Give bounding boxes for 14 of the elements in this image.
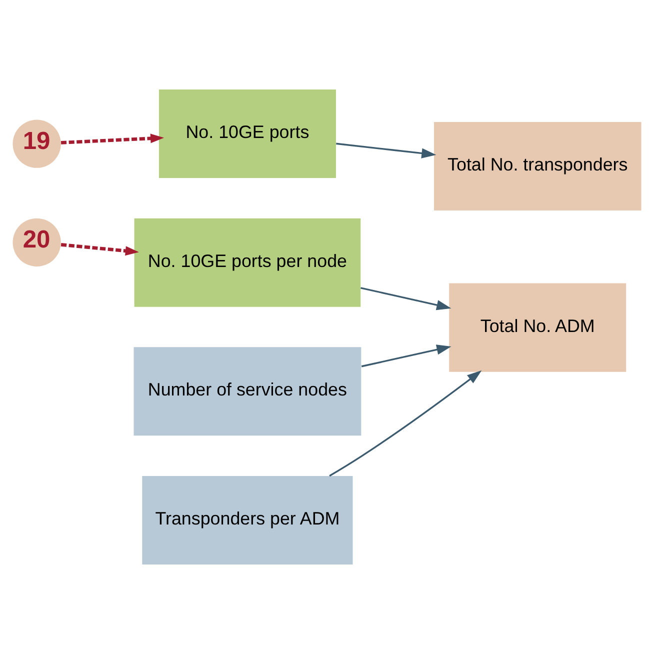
arrow [360, 286, 452, 310]
node-box: Number of service nodes [134, 346, 362, 436]
node-box: Transponders per ADM [142, 476, 353, 564]
node-circle: 19 [12, 119, 61, 168]
arrow [60, 242, 139, 256]
node-box: Total No. ADM [449, 282, 626, 372]
arrow [60, 133, 164, 144]
node-box: No. 10GE ports [158, 88, 336, 178]
node-box: No. 10GE ports per node [134, 218, 361, 306]
arrow [361, 344, 452, 367]
arrow [336, 142, 436, 158]
node-circle: 20 [12, 218, 61, 266]
arrow [329, 370, 482, 476]
node-box: Total No. transponders [434, 121, 642, 210]
